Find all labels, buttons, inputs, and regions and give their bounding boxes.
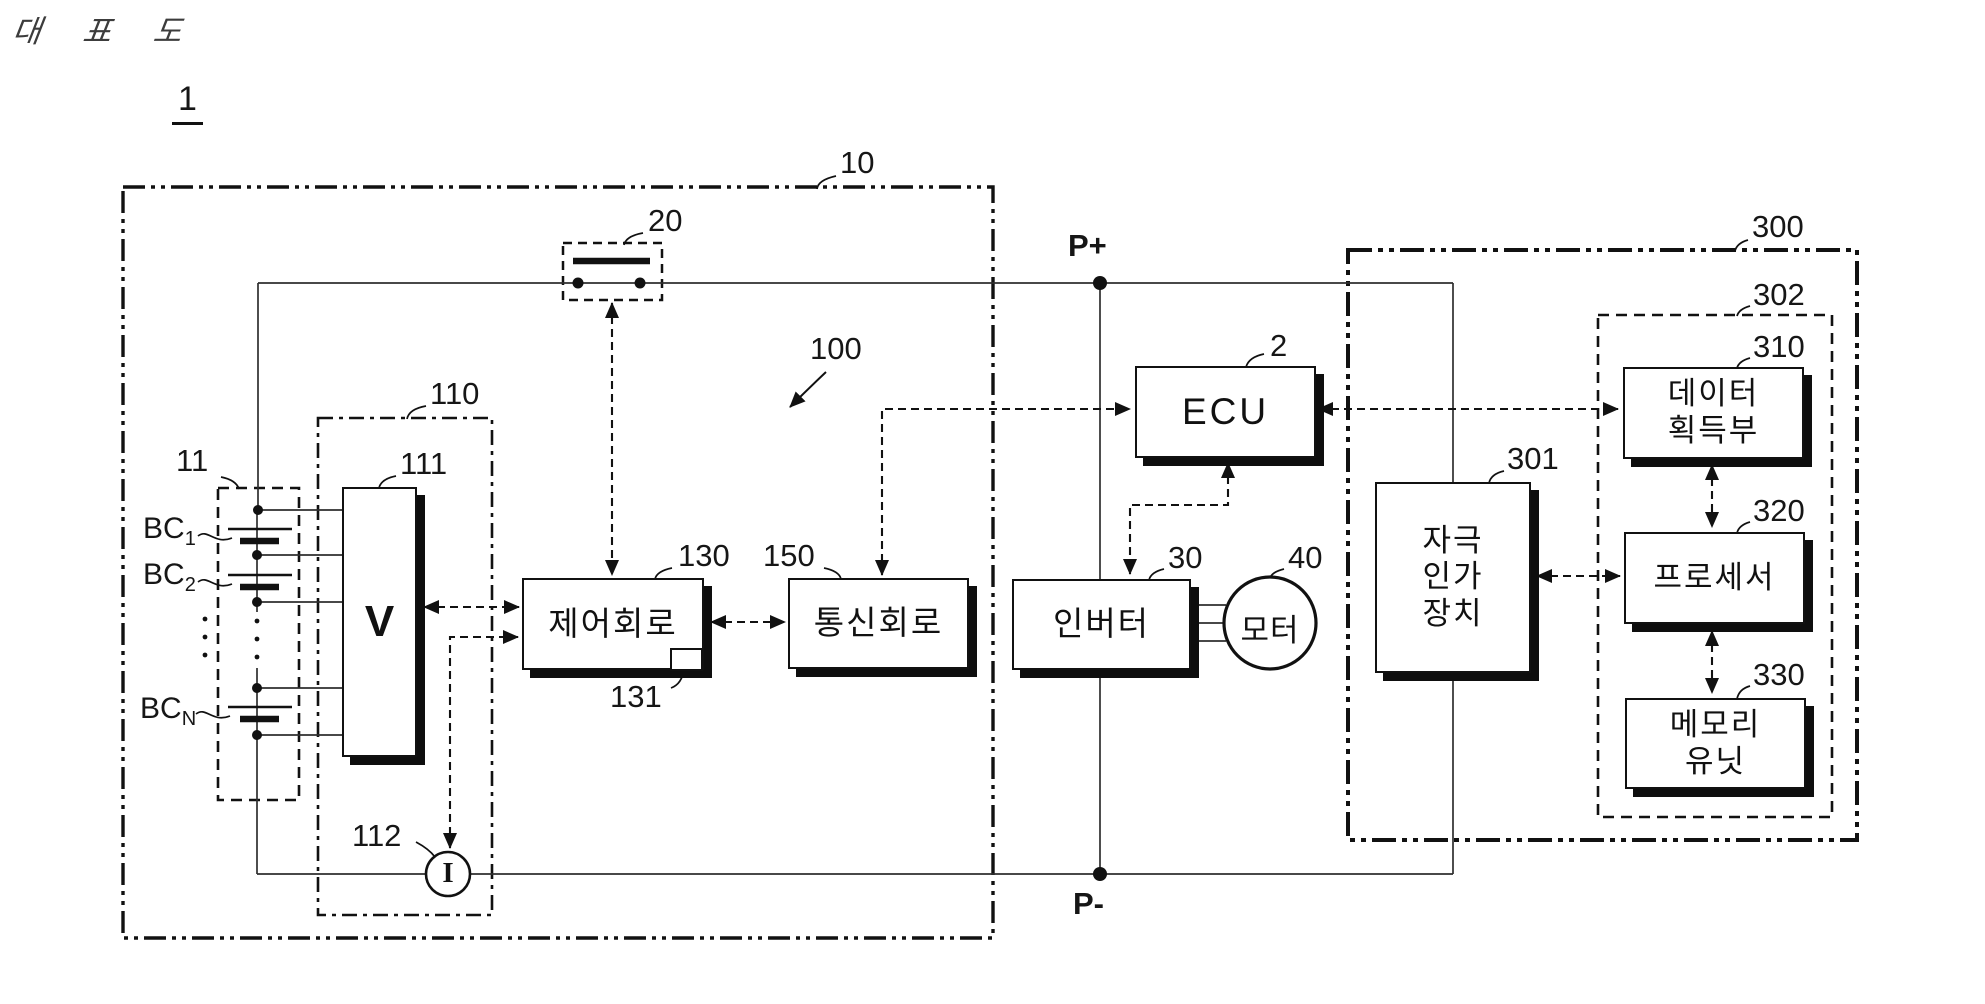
document-type-label: 대 표 도 — [9, 14, 201, 50]
ref-320: 320 — [1753, 493, 1805, 528]
current-sensor-circle — [424, 850, 472, 898]
bcn-base: BC — [140, 692, 182, 725]
ref-20: 20 — [648, 203, 683, 238]
p-minus-label: P- — [1073, 886, 1104, 921]
figure-number: 1 — [172, 80, 203, 125]
control-sub-block — [670, 648, 703, 671]
boundary-boxes — [121, 185, 1859, 940]
memory-label-line2: 유닛 — [1684, 743, 1747, 779]
ref-11: 11 — [176, 443, 209, 478]
computing-boundary-302 — [1596, 313, 1834, 819]
stimulus-device-block: 자극 인가 장치 — [1375, 482, 1531, 673]
comm-circuit-block: 통신회로 — [788, 578, 969, 669]
signal-connectors — [423, 302, 1719, 849]
ref-302: 302 — [1753, 277, 1805, 312]
ref-301: 301 — [1507, 441, 1559, 476]
current-symbol: I — [442, 857, 454, 889]
ref-310: 310 — [1753, 329, 1805, 364]
memory-label-line1: 메모리 — [1669, 706, 1762, 742]
cell-module-boundary-11 — [216, 486, 301, 802]
ref-112: 112 — [352, 818, 402, 853]
data-acq-label-line2: 획득부 — [1667, 413, 1760, 448]
bc1-base: BC — [143, 512, 185, 545]
bc2-subscript: 2 — [184, 574, 196, 596]
ref-100: 100 — [810, 331, 862, 366]
ref-130: 130 — [678, 538, 730, 573]
voltage-symbol: V — [364, 597, 395, 647]
external-boundary-300 — [1346, 248, 1859, 842]
comm-circuit-label: 통신회로 — [813, 604, 944, 642]
ref-330: 330 — [1753, 657, 1805, 692]
bc2-base: BC — [143, 558, 185, 591]
cell-label-bc1: BC1 — [143, 512, 196, 551]
pack-pointer-arrow — [789, 371, 827, 408]
power-wires — [256, 282, 1454, 875]
ecu-block: ECU — [1135, 366, 1316, 458]
ecu-label: ECU — [1181, 391, 1270, 433]
inverter-label: 인버터 — [1052, 605, 1151, 643]
current-control-link — [443, 630, 519, 849]
data-acquisition-block: 데이터 획득부 — [1623, 367, 1804, 459]
ref-2: 2 — [1270, 328, 1288, 363]
relay-box-20 — [561, 241, 664, 302]
bc1-subscript: 1 — [184, 528, 196, 550]
stimulus-label-line2: 인가 — [1422, 559, 1484, 595]
ecu-inverter-link — [1123, 462, 1235, 575]
ref-111: 111 — [400, 446, 448, 481]
processor-label: 프로세서 — [1653, 559, 1776, 595]
inverter-block: 인버터 — [1012, 579, 1191, 670]
cell-label-bc2: BC2 — [143, 558, 196, 597]
stimulus-label-line1: 자극 — [1422, 522, 1484, 558]
bcn-subscript: N — [181, 708, 197, 730]
ref-131: 131 — [610, 679, 662, 714]
processor-block: 프로세서 — [1624, 532, 1805, 624]
data-acq-label-line1: 데이터 — [1667, 376, 1760, 412]
ref-300: 300 — [1752, 209, 1804, 244]
motor-circle — [1222, 575, 1318, 671]
bms-boundary-110 — [316, 416, 494, 917]
stimulus-label-line3: 장치 — [1422, 595, 1484, 631]
cell-label-bcn: BCN — [140, 692, 196, 731]
p-plus-label: P+ — [1068, 228, 1107, 263]
ref-150: 150 — [763, 538, 815, 573]
control-circuit-block: 제어회로 — [522, 578, 704, 670]
memory-block: 메모리 유닛 — [1625, 698, 1806, 789]
voltage-sensor-block: V — [342, 487, 417, 757]
ref-110: 110 — [430, 376, 480, 411]
junction-dots — [202, 276, 1107, 881]
ref-40: 40 — [1288, 540, 1323, 575]
motor-label: 모터 — [1240, 613, 1300, 648]
control-circuit-label: 제어회로 — [548, 604, 678, 642]
ref-10: 10 — [840, 145, 875, 180]
ref-30: 30 — [1168, 540, 1203, 575]
battery-cell-plates — [228, 527, 292, 723]
leader-lines — [195, 175, 1751, 858]
system-boundary-10 — [121, 185, 995, 940]
comm-ecu-link — [875, 402, 1131, 576]
